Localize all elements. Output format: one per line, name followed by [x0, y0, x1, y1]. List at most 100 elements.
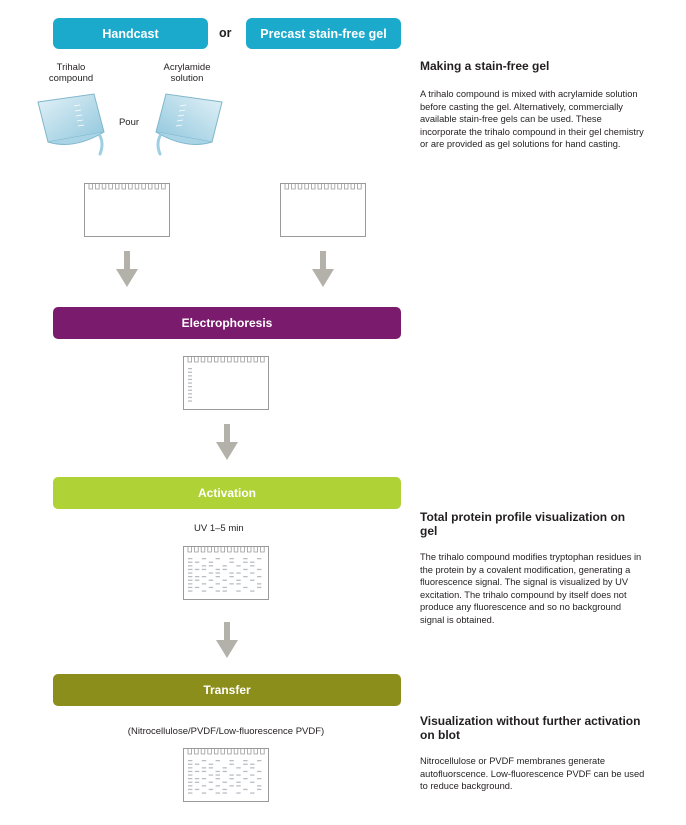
handcast-gel-icon: [84, 183, 170, 237]
band: [188, 368, 192, 370]
band: [215, 785, 220, 787]
band: [188, 586, 193, 589]
band: [215, 572, 220, 574]
band: [188, 781, 193, 783]
activated-gel-icon: [183, 546, 269, 600]
trihalo-label: Trihalo compound: [48, 62, 94, 84]
section-body: The trihalo compound modifies tryptophan…: [420, 552, 642, 625]
section-making-gel: Making a stain-free gel A trihalo compou…: [420, 59, 645, 151]
section-heading: Total protein profile visualization on g…: [420, 510, 626, 538]
acrylamide-label: Acrylamide solution: [163, 62, 211, 84]
section-body: A trihalo compound is mixed with acrylam…: [420, 89, 644, 149]
band: [243, 778, 248, 780]
down-arrow-icon: [216, 424, 238, 460]
band: [215, 774, 220, 776]
band: [188, 382, 192, 384]
band: [222, 568, 227, 571]
section-heading: Visualization without further activation…: [420, 714, 641, 742]
section-total-protein: Total protein profile visualization on g…: [420, 510, 645, 626]
band: [215, 760, 220, 762]
band: [188, 572, 193, 574]
band: [194, 770, 200, 773]
band: [208, 579, 214, 581]
band: [201, 760, 207, 762]
band: [229, 572, 234, 574]
transfer-step: Transfer: [53, 674, 401, 706]
band: [188, 393, 192, 395]
band: [188, 763, 193, 765]
band: [243, 561, 248, 563]
band: [229, 558, 234, 560]
band: [257, 583, 262, 585]
band: [201, 778, 207, 780]
band: [194, 778, 200, 780]
band: [222, 770, 227, 773]
section-heading: Making a stain-free gel: [420, 59, 550, 73]
band: [222, 792, 227, 794]
band: [188, 378, 192, 381]
band: [188, 568, 193, 571]
band: [208, 781, 214, 783]
band: [215, 576, 220, 578]
membrane-label: (Nitrocellulose/PVDF/Low-fluorescence PV…: [127, 726, 325, 737]
band: [215, 568, 220, 571]
band: [222, 767, 227, 769]
band: [188, 788, 193, 791]
band: [236, 767, 241, 769]
band: [236, 590, 241, 592]
handcast-box: Handcast: [53, 18, 208, 49]
band: [188, 375, 192, 377]
down-arrow-icon: [116, 251, 138, 287]
band: [208, 763, 214, 765]
down-arrow-icon: [216, 622, 238, 658]
precast-box: Precast stain-free gel: [246, 18, 401, 49]
band: [243, 760, 248, 762]
band: [215, 792, 220, 794]
band: [215, 583, 220, 585]
band: [188, 583, 193, 585]
band: [250, 767, 255, 769]
band: [201, 590, 207, 592]
band: [236, 774, 241, 776]
band: [194, 586, 200, 589]
band: [229, 583, 234, 585]
band: [229, 774, 234, 776]
band: [188, 558, 193, 560]
band: [215, 770, 220, 773]
band: [257, 778, 262, 780]
band: [188, 565, 193, 567]
precast-gel-icon: [280, 183, 366, 237]
band: [250, 781, 255, 783]
band: [188, 590, 193, 592]
band: [188, 785, 193, 787]
band: [243, 788, 248, 791]
band: [215, 778, 220, 780]
band: [194, 781, 200, 783]
band: [236, 579, 241, 581]
band: [236, 572, 241, 574]
band: [250, 565, 255, 567]
band: [208, 788, 214, 791]
band: [194, 568, 200, 571]
band: [250, 792, 255, 794]
band: [257, 568, 262, 571]
band: [257, 788, 262, 791]
band: [208, 586, 214, 589]
band: [236, 565, 241, 567]
band: [257, 770, 262, 773]
band: [243, 770, 248, 773]
band: [257, 785, 262, 787]
band: [188, 760, 193, 762]
band: [257, 558, 262, 560]
pour-label: Pour: [118, 117, 140, 128]
band: [201, 558, 207, 560]
band: [250, 763, 255, 765]
band: [222, 590, 227, 592]
acrylamide-beaker-icon: [155, 93, 223, 156]
band: [188, 770, 193, 773]
band: [250, 561, 255, 563]
section-body: Nitrocellulose or PVDF membranes generat…: [420, 756, 645, 791]
band: [188, 579, 193, 581]
band: [243, 558, 248, 560]
band: [194, 561, 200, 563]
